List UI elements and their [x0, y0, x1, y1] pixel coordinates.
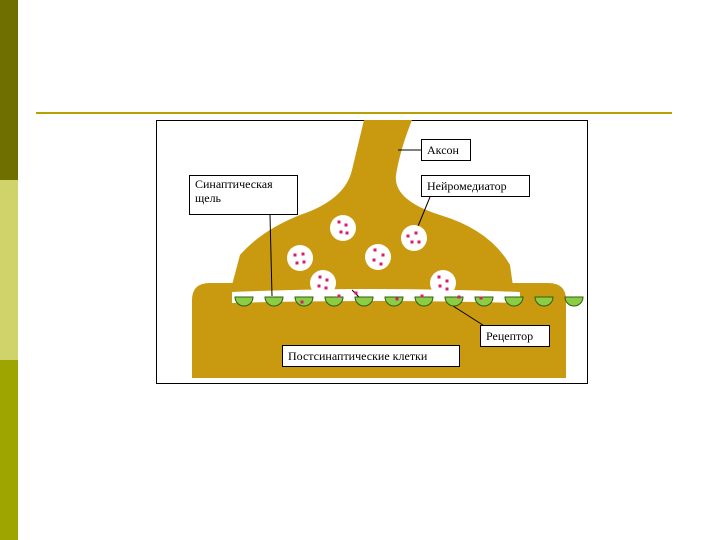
receptor: [234, 296, 254, 307]
released-neurotransmitter-molecule: [479, 296, 483, 300]
neurotransmitter-molecule: [373, 248, 377, 252]
receptor: [294, 296, 314, 307]
neurotransmitter-label: Нейромедиатор: [421, 175, 530, 197]
synaptic-vesicle: [365, 244, 391, 270]
receptor: [504, 296, 524, 307]
neurotransmitter-molecule: [406, 234, 410, 238]
neurotransmitter-molecule: [339, 230, 343, 234]
neurotransmitter-molecule: [372, 258, 376, 262]
receptor-label: Рецептор: [480, 325, 550, 347]
accent-stripe-middle: [0, 180, 18, 360]
vesicle-group: [287, 215, 456, 296]
neurotransmitter-molecule: [317, 284, 321, 288]
neurotransmitter-molecule: [301, 252, 305, 256]
synaptic-vesicle: [430, 270, 456, 296]
accent-stripe-bottom: [0, 360, 18, 540]
synaptic-vesicle: [310, 270, 336, 296]
released-neurotransmitter-molecule: [395, 297, 399, 301]
neurotransmitter-molecule: [414, 231, 418, 235]
released-neurotransmitter-molecule: [300, 300, 304, 304]
neurotransmitter-molecule: [295, 261, 299, 265]
neurotransmitter-molecule: [325, 278, 329, 282]
synaptic-cleft-label: Синаптическая щель: [189, 175, 298, 215]
receptor: [324, 296, 344, 307]
receptor: [414, 296, 434, 307]
receptor: [444, 296, 464, 307]
synaptic-vesicle: [330, 215, 356, 241]
accent-stripe-top: [0, 0, 18, 180]
neurotransmitter-molecule: [293, 253, 297, 257]
released-neurotransmitter-molecule: [337, 294, 341, 298]
neurotransmitter-molecule: [437, 275, 441, 279]
postsynaptic-cells-label: Постсинаптические клетки: [282, 345, 460, 367]
neurotransmitter-molecule: [410, 240, 414, 244]
synaptic-vesicle: [287, 245, 313, 271]
released-neurotransmitter-group: [300, 291, 483, 304]
released-neurotransmitter-molecule: [354, 291, 358, 295]
receptor: [564, 296, 584, 307]
axon-label: Аксон: [421, 139, 471, 161]
released-neurotransmitter-molecule: [457, 295, 461, 299]
released-neurotransmitter-molecule: [420, 294, 424, 298]
neurotransmitter-molecule: [438, 284, 442, 288]
receptor-group: [234, 296, 584, 307]
title-divider-line: [36, 112, 672, 114]
neurotransmitter-molecule: [345, 231, 349, 235]
receptor-connector-line: [452, 305, 487, 328]
neurotransmitter-molecule: [302, 260, 306, 264]
neurotransmitter-molecule: [445, 279, 449, 283]
synaptic-vesicle: [401, 225, 427, 251]
receptor: [354, 296, 374, 307]
neurotransmitter-molecule: [318, 275, 322, 279]
neurotransmitter-molecule: [344, 223, 348, 227]
receptor: [264, 296, 284, 307]
neurotransmitter-molecule: [417, 240, 421, 244]
neurotransmitter-molecule: [379, 262, 383, 266]
cleft-connector-line: [269, 214, 273, 297]
neurotransmitter-molecule: [445, 287, 449, 291]
receptor: [534, 296, 554, 307]
neurotransmitter-molecule: [337, 220, 341, 224]
neurotransmitter-molecule: [324, 286, 328, 290]
neurotransmitter-molecule: [381, 253, 385, 257]
